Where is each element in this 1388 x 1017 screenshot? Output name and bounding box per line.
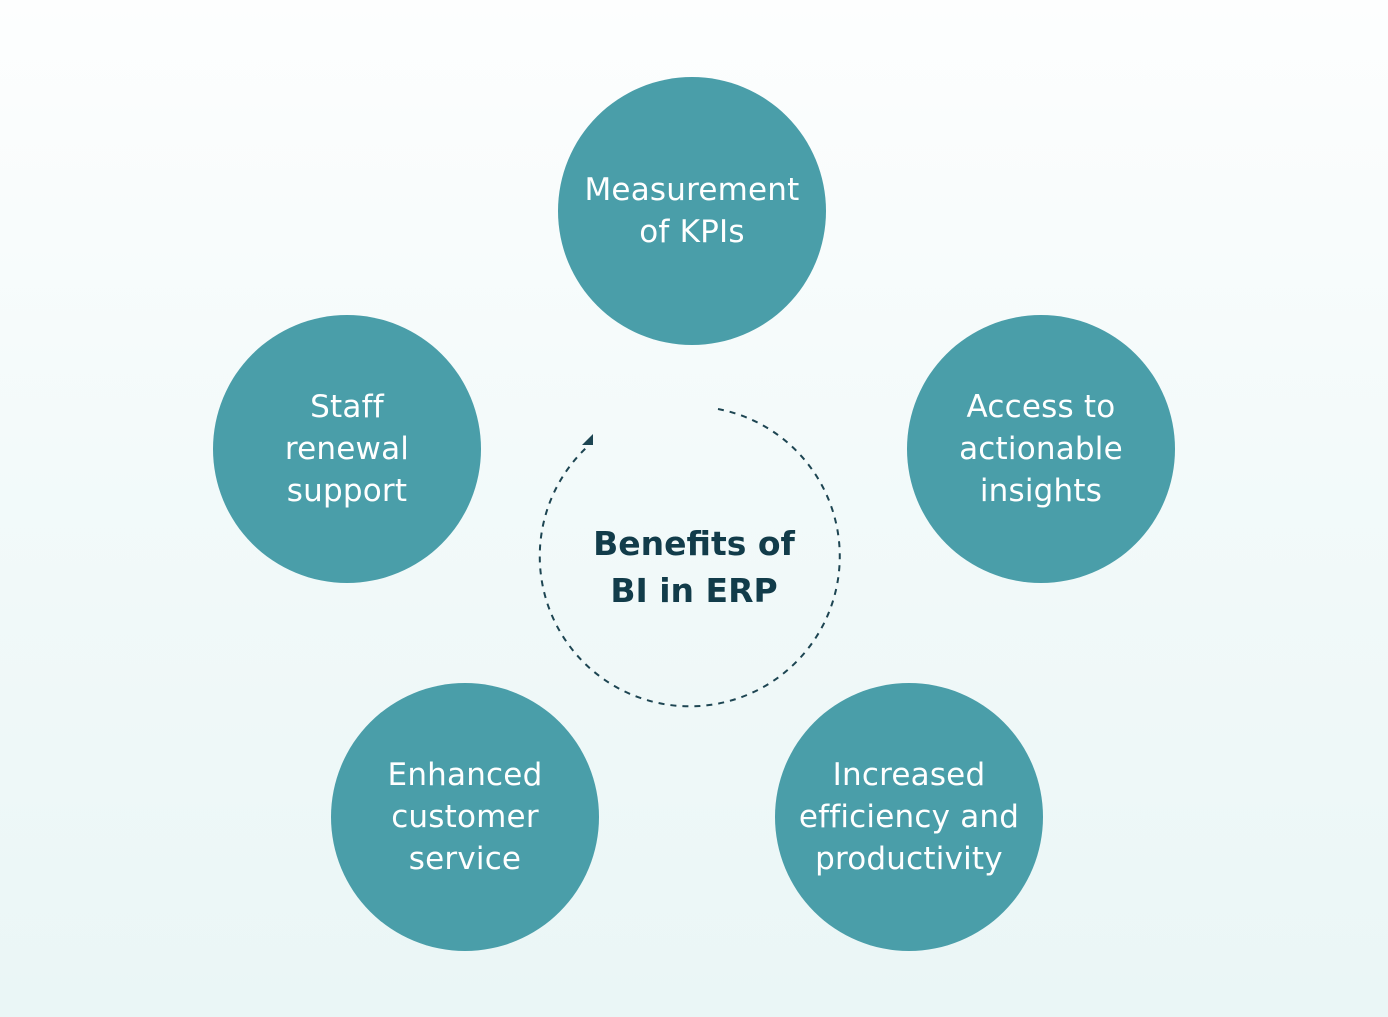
center-title: Benefits of BI in ERP	[593, 524, 795, 610]
node-access-to-actionable-insights: Access to actionable insights	[907, 315, 1175, 583]
cycle-arrowhead-icon	[582, 434, 593, 445]
node-enhanced-customer-service: Enhanced customer service	[331, 683, 599, 951]
node-increased-efficiency-and-productivity: Increased efficiency and productivity	[775, 683, 1043, 951]
node-measurement-of-kpis: Measurement of KPIs	[558, 77, 826, 345]
node-staff-renewal-support: Staff renewal support	[213, 315, 481, 583]
dashed-cycle-path	[538, 408, 841, 708]
